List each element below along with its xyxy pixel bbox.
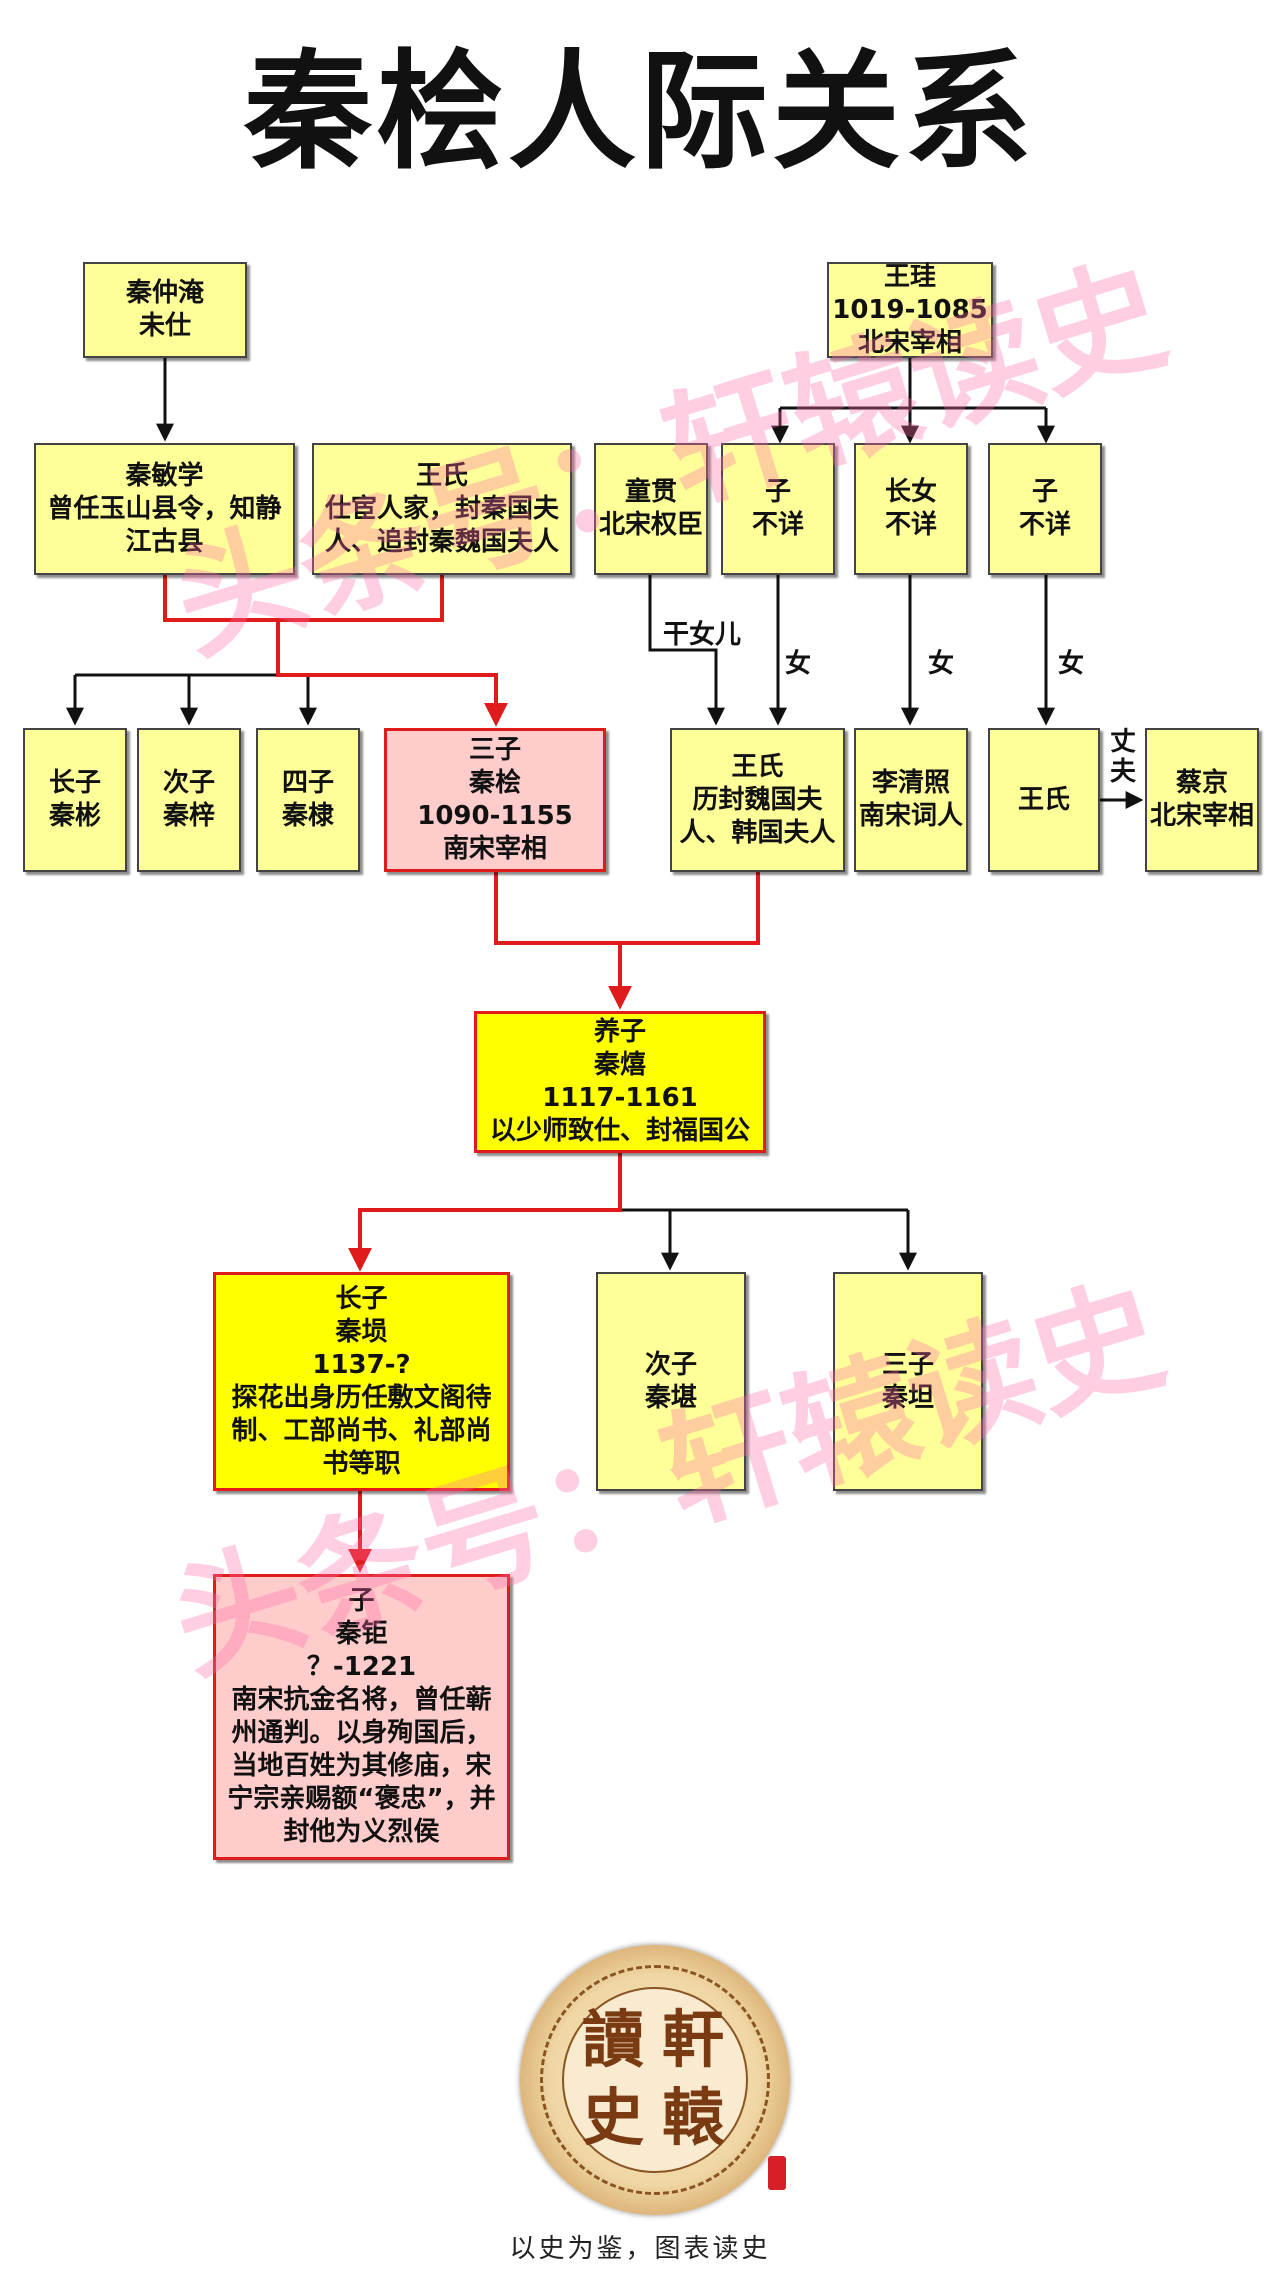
node-cai-jing: 蔡京 北宋宰相: [1145, 728, 1259, 872]
edge-parents-qinhui: [163, 575, 444, 622]
node-qin-kan: 次子 秦堪: [596, 1272, 746, 1491]
node-tong-guan: 童贯 北宋权臣: [594, 443, 708, 575]
edge-label-daughter-2: 女: [928, 649, 955, 679]
seal-char-shi: 史: [582, 2081, 645, 2154]
node-qin-zhongyan: 秦仲淹 未仕: [83, 262, 247, 358]
node-wang-gui: 王珪 1019-1085 北宋宰相: [827, 262, 993, 358]
node-qin-di: 四子 秦棣: [256, 728, 360, 872]
node-qin-minxue: 秦敏学 曾任玉山县令，知静 江古县: [34, 443, 295, 575]
edge-label-husband: 丈夫: [1110, 727, 1137, 787]
seal-char-xuan: 軒: [662, 2003, 725, 2076]
node-wang-shi-caijing-wife: 王氏: [988, 728, 1100, 872]
node-qin-ju: 子 秦钜 ？-1221 南宋抗金名将，曾任蕲 州通判。以身殉国后， 当地百姓为其…: [213, 1574, 510, 1860]
node-son-unknown-2: 子 不详: [988, 443, 1102, 575]
node-eldest-daughter: 长女 不详: [854, 443, 968, 575]
node-son-unknown-1: 子 不详: [721, 443, 835, 575]
page-title: 秦桧人际关系: [243, 38, 1036, 187]
edge-label-daughter-3: 女: [1058, 649, 1085, 679]
node-qin-bin: 长子 秦彬: [23, 728, 127, 872]
node-qin-xun: 长子 秦埙 1137-? 探花出身历任敷文阁待 制、工部尚书、礼部尚 书等职: [213, 1272, 510, 1491]
seal-char-du: 讀: [582, 2003, 645, 2076]
red-stamp-icon: [768, 2156, 786, 2190]
node-li-qingzhao: 李清照 南宋词人: [854, 728, 968, 872]
edge-label-adopted-daughter: 干女儿: [663, 620, 742, 650]
slogan: 以史为鉴，图表读史: [509, 2234, 771, 2264]
node-wang-shi-wife: 王氏 历封魏国夫 人、韩国夫人: [670, 728, 845, 872]
node-qin-xi: 养子 秦熺 1117-1161 以少师致仕、封福国公: [474, 1011, 766, 1153]
seal-char-yuan: 轅: [662, 2081, 725, 2154]
edge-tongguan-wangshi: [648, 575, 725, 726]
logo-seal: 讀 軒 史 轅: [520, 1945, 790, 2215]
edge-label-daughter-1: 女: [785, 649, 812, 679]
node-qin-hui: 三子 秦桧 1090-1155 南宋宰相: [384, 728, 606, 872]
node-qin-tan: 三子 秦坦: [833, 1272, 983, 1491]
node-wang-shi-mother: 王氏 仕宦人家，封秦国夫 人、追封秦魏国夫人: [312, 443, 572, 575]
node-qin-zi: 次子 秦梓: [137, 728, 241, 872]
